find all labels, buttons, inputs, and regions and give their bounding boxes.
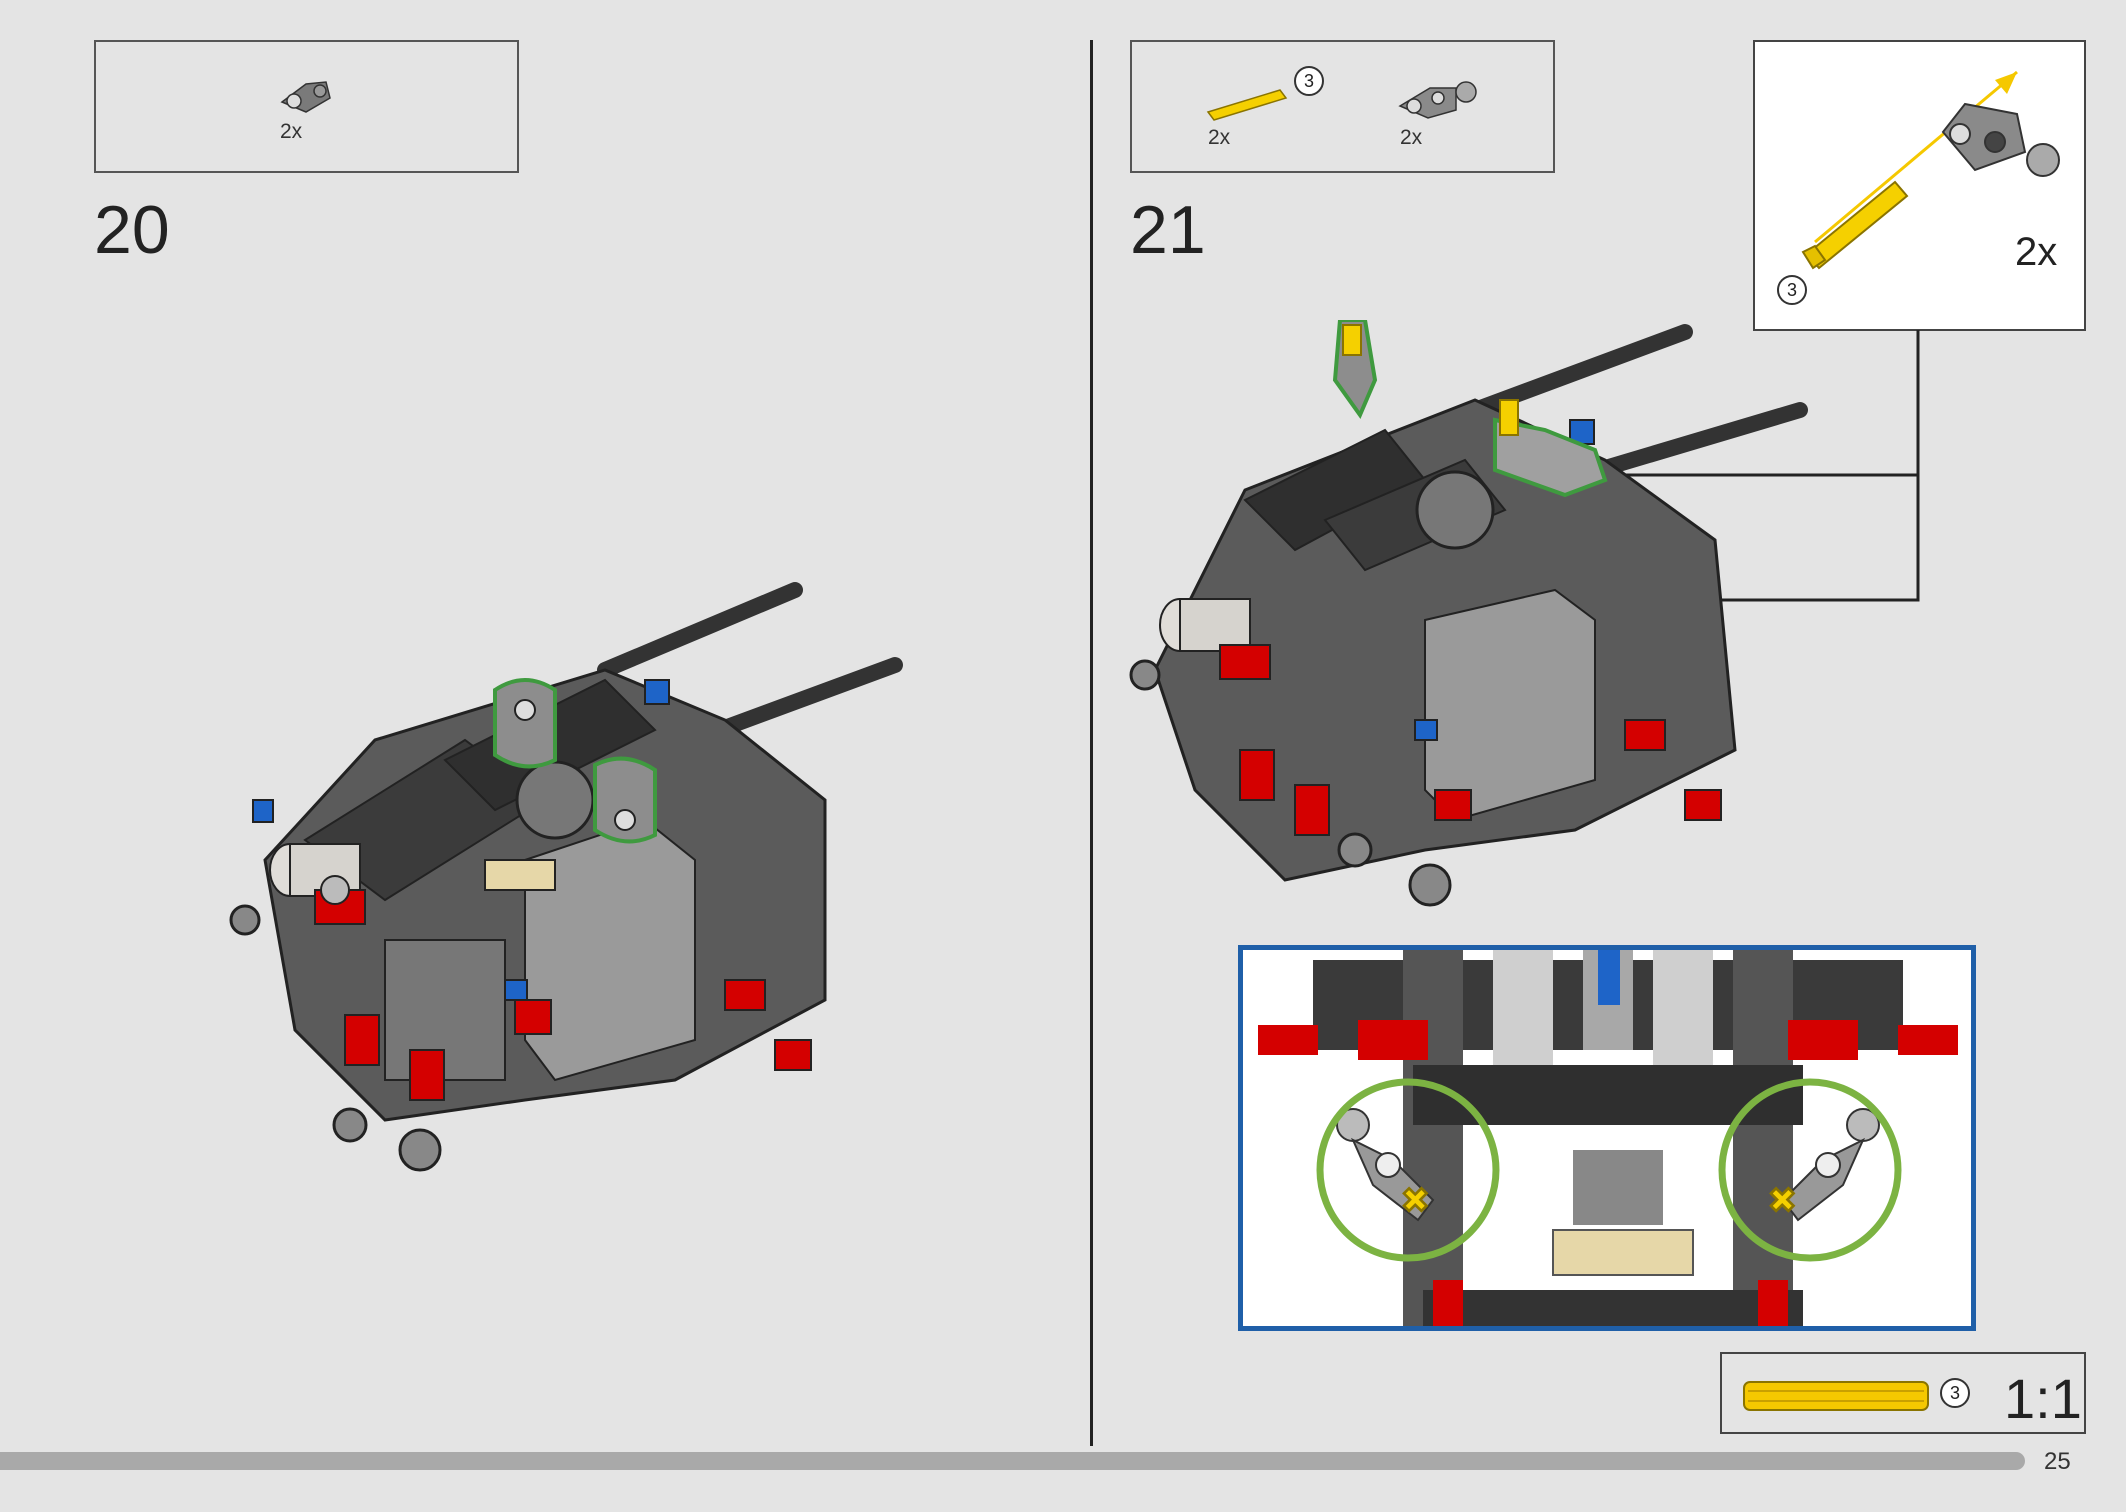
callout-qty: 2x <box>2015 230 2058 274</box>
axle-length-badge: 3 <box>1777 275 1807 305</box>
assembly-illustration-step-21 <box>1129 320 1808 907</box>
part-qty: 2x <box>1208 126 1231 149</box>
part-qty: 2x <box>280 120 303 143</box>
axle-yellow-icon <box>1206 89 1288 121</box>
detail-illustration: ✖ ✖ <box>1243 950 1971 1326</box>
detail-zoom-view: ✖ ✖ <box>1238 945 1976 1331</box>
step-number: 20 <box>94 192 170 268</box>
axle-length-badge: 3 <box>1940 1378 1970 1408</box>
step-number: 21 <box>1130 192 1206 268</box>
assembly-illustration-step-20 <box>229 582 903 1172</box>
part-qty: 2x <box>1400 126 1423 149</box>
scale-reference: 3 1:1 <box>1720 1352 2086 1434</box>
page-number: 25 <box>2044 1448 2071 1475</box>
axle-length-badge: 3 <box>1294 66 1324 96</box>
page-divider <box>1090 40 1093 1446</box>
scale-label: 1:1 <box>2004 1367 2082 1430</box>
parts-list-step-21: 3 2x 2x <box>1130 40 1555 173</box>
subassembly-callout: 3 2x <box>1753 40 2086 331</box>
svg-text:✖: ✖ <box>1401 1182 1430 1220</box>
subassembly-illustration <box>1801 70 2060 270</box>
axle-scale-icon <box>1743 1381 1929 1411</box>
parts-list-step-20: 2x <box>94 40 519 173</box>
svg-text:✖: ✖ <box>1768 1182 1797 1220</box>
ball-connector-icon <box>1398 81 1477 119</box>
progress-bar <box>0 1452 2025 1470</box>
pin-connector-icon <box>280 81 331 113</box>
